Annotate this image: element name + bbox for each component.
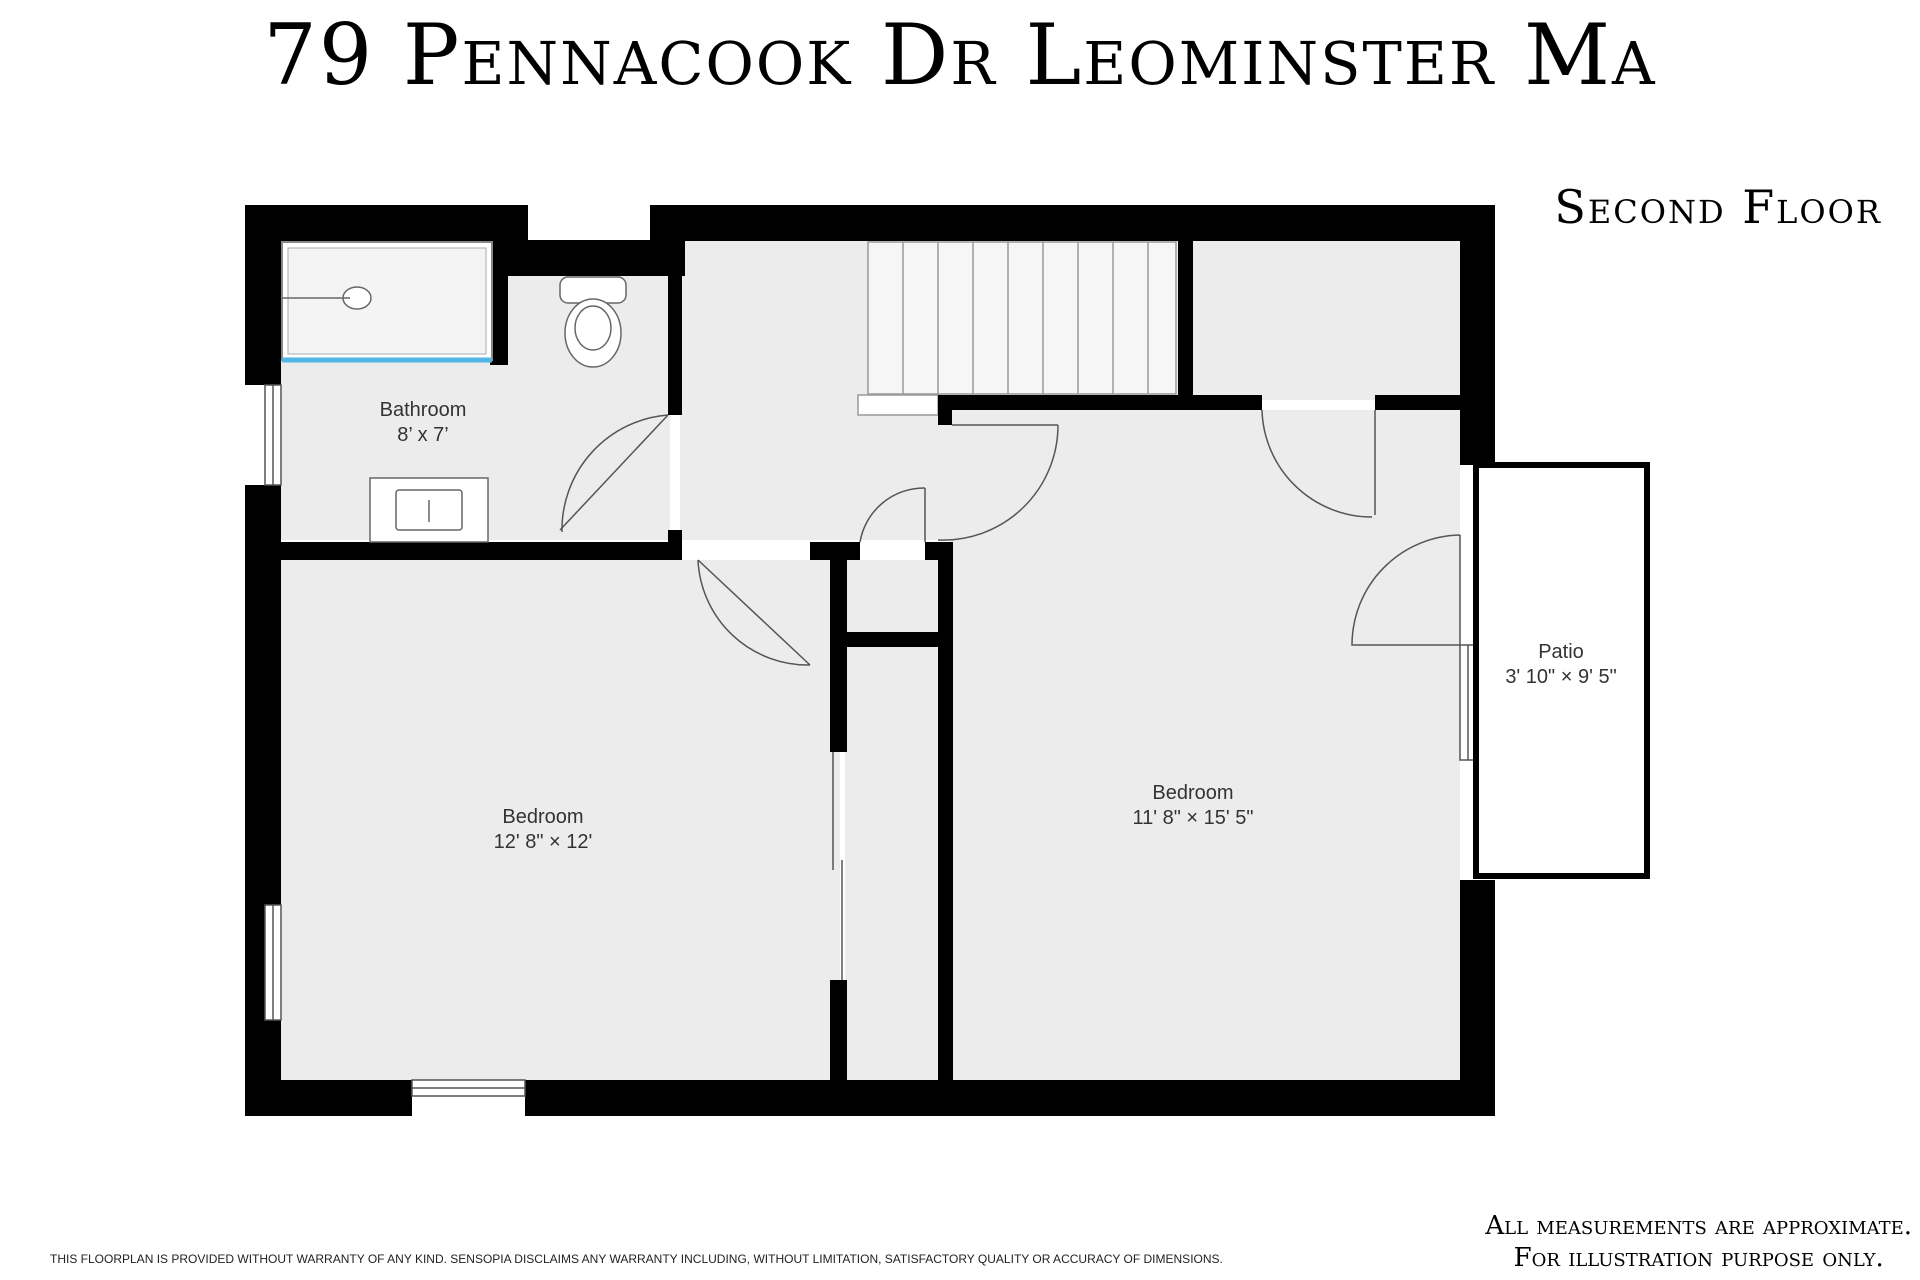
patio-name: Patio xyxy=(1538,641,1584,663)
note-line-1: All measurements are approximate. xyxy=(1485,1211,1912,1241)
door-closet xyxy=(1261,409,1376,518)
staircase xyxy=(857,241,1177,416)
toilet-icon xyxy=(559,276,627,368)
bedroom-right-floor xyxy=(950,410,1460,1080)
disclaimer: THIS FLOORPLAN IS PROVIDED WITHOUT WARRA… xyxy=(50,1252,1223,1266)
floor-label: Second Floor xyxy=(1554,180,1882,234)
bedroom-right-dims: 11' 8" × 15' 5" xyxy=(1133,807,1254,829)
note-line-2: For illustration purpose only. xyxy=(1513,1243,1884,1273)
doors xyxy=(559,409,1461,980)
door-bathroom xyxy=(559,414,669,533)
patio-floor xyxy=(1478,468,1644,873)
measurement-note: All measurements are approximate. For il… xyxy=(1485,1210,1912,1274)
windows xyxy=(264,384,1477,1097)
door-closet-hall xyxy=(859,487,926,543)
bedroom-left-name: Bedroom xyxy=(502,806,583,828)
door-bedroom-right xyxy=(937,424,1059,541)
sink-icon xyxy=(369,477,489,543)
page-title: 79 Pennacook Dr Leominster Ma xyxy=(263,6,1657,104)
bathroom-dims: 8’ x 7’ xyxy=(397,424,449,446)
door-bedroom-left xyxy=(697,559,811,666)
bedroom-left-dims: 12' 8" × 12' xyxy=(494,831,593,853)
patio-outline xyxy=(1473,462,1650,879)
patio-dims: 3' 10" × 9' 5" xyxy=(1505,666,1616,688)
closet-floor xyxy=(1190,240,1460,400)
room-labels: Bathroom 8’ x 7’ Bedroom 12' 8" × 12' Be… xyxy=(380,399,1617,853)
walls xyxy=(245,205,1495,1116)
door-patio xyxy=(1351,534,1461,646)
bedroom-right-name: Bedroom xyxy=(1152,782,1233,804)
shower xyxy=(281,241,493,363)
bathroom-name: Bathroom xyxy=(380,399,467,421)
sliding-door xyxy=(832,752,843,980)
